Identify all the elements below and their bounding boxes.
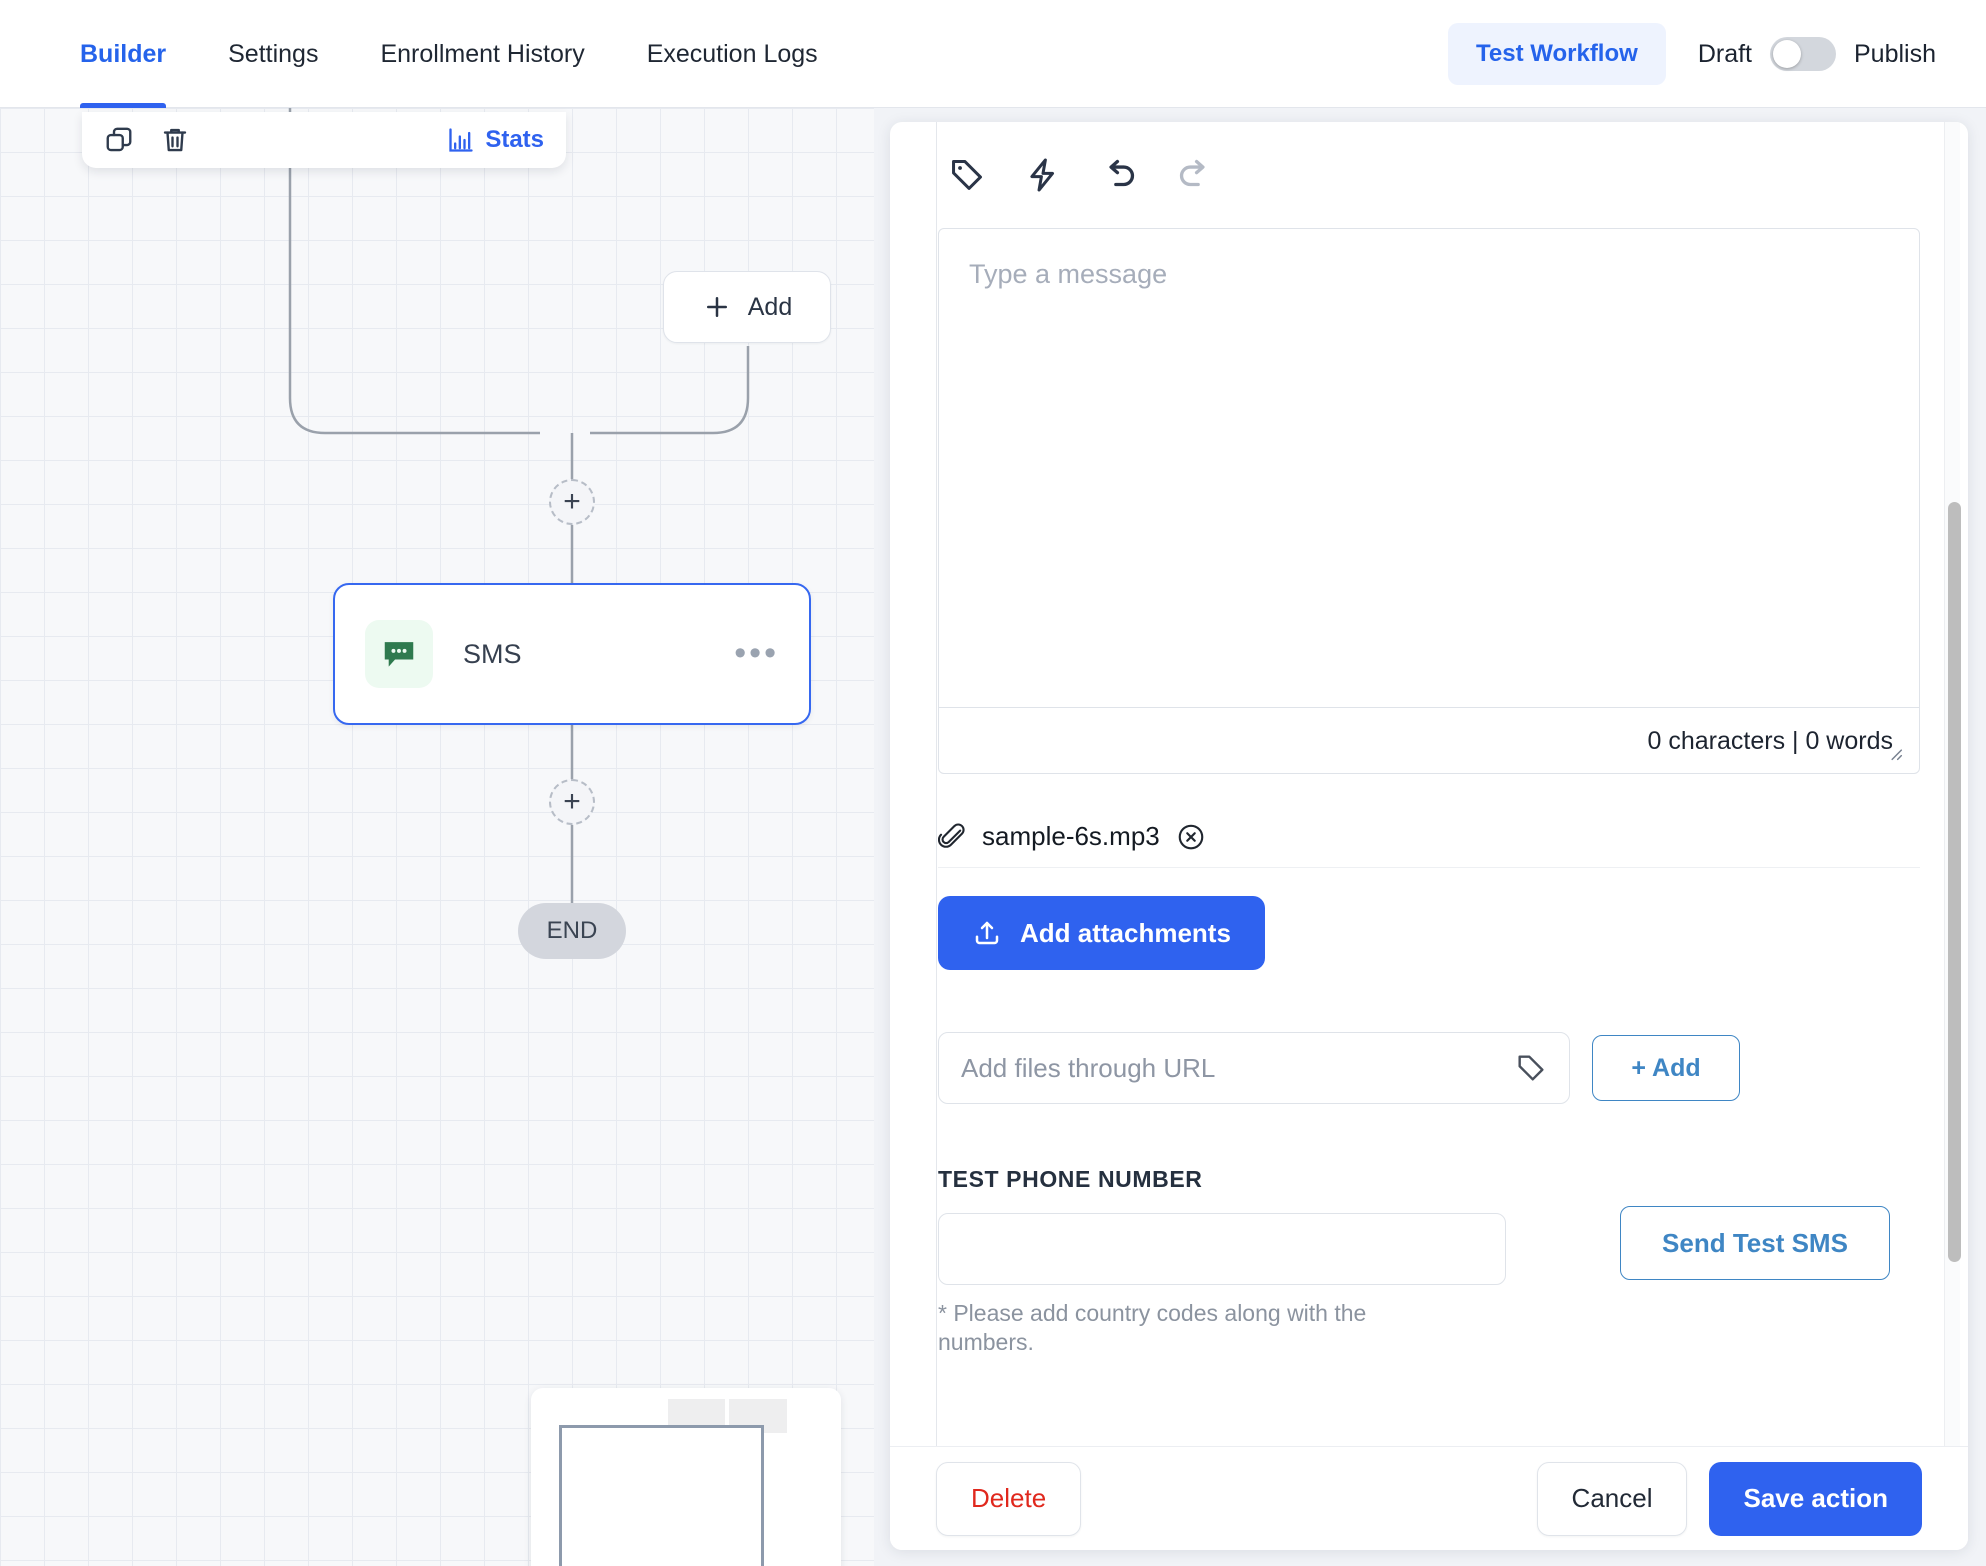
- attachment-item: sample-6s.mp3: [938, 812, 1920, 868]
- add-step-button-bottom[interactable]: +: [549, 779, 595, 825]
- tab-settings[interactable]: Settings: [228, 0, 318, 108]
- add-branch-button[interactable]: Add: [663, 271, 831, 343]
- panel-footer: Delete Cancel Save action: [890, 1446, 1968, 1550]
- resize-handle-icon[interactable]: [1883, 741, 1905, 763]
- stats-button[interactable]: Stats: [447, 126, 544, 154]
- header-actions: Test Workflow Draft Publish: [1448, 0, 1986, 108]
- test-workflow-button[interactable]: Test Workflow: [1448, 23, 1666, 85]
- add-branch-label: Add: [747, 292, 793, 321]
- publish-toggle-group: Draft Publish: [1680, 37, 1936, 71]
- add-attachments-button[interactable]: Add attachments: [938, 896, 1265, 970]
- character-counter: 0 characters | 0 words: [939, 707, 1919, 774]
- message-composer: Type a message 0 characters | 0 words: [938, 228, 1920, 774]
- save-action-button[interactable]: Save action: [1709, 1461, 1922, 1536]
- sms-action-panel: Type a message 0 characters | 0 words sa…: [890, 122, 1968, 1550]
- upload-icon: [972, 918, 1002, 948]
- plus-icon: [702, 292, 732, 322]
- tab-enrollment-history-label: Enrollment History: [380, 39, 585, 68]
- message-input[interactable]: Type a message: [969, 259, 1168, 289]
- sms-chat-icon: [365, 620, 433, 688]
- end-node: END: [518, 903, 626, 959]
- toggle-knob: [1773, 40, 1801, 68]
- sms-node-title: SMS: [463, 638, 522, 669]
- node-action-toolbar: Stats: [82, 112, 566, 168]
- add-file-url-button[interactable]: + Add: [1592, 1035, 1740, 1101]
- tab-execution-logs[interactable]: Execution Logs: [647, 0, 818, 108]
- workflow-canvas[interactable]: Stats Add + SMS •••: [0, 108, 874, 1566]
- add-step-button-top[interactable]: +: [549, 479, 595, 525]
- delete-button[interactable]: Delete: [936, 1461, 1082, 1536]
- tab-execution-logs-label: Execution Logs: [646, 39, 818, 68]
- attachment-filename: sample-6s.mp3: [982, 821, 1160, 851]
- top-navigation-bar: Builder Settings Enrollment History Exec…: [0, 0, 1986, 108]
- test-phone-hint: * Please add country codes along with th…: [938, 1300, 1367, 1355]
- tab-builder[interactable]: Builder: [80, 0, 167, 108]
- file-url-row: Add files through URL + Add: [938, 1032, 1920, 1104]
- tag-icon[interactable]: [948, 156, 986, 194]
- tab-builder-label: Builder: [80, 39, 167, 68]
- cancel-button[interactable]: Cancel: [1536, 1461, 1688, 1536]
- panel-scrollbar-thumb[interactable]: [1948, 502, 1961, 1262]
- panel-scroll-content: Type a message 0 characters | 0 words sa…: [890, 122, 1968, 1446]
- tag-icon[interactable]: [1515, 1052, 1547, 1084]
- sms-node-menu-icon[interactable]: •••: [734, 634, 779, 673]
- test-phone-title: TEST PHONE NUMBER: [938, 1166, 1203, 1192]
- test-phone-section: TEST PHONE NUMBER * Please add country c…: [938, 1166, 1920, 1357]
- draft-label: Draft: [1697, 39, 1752, 68]
- file-url-input[interactable]: Add files through URL: [938, 1032, 1570, 1104]
- publish-label: Publish: [1854, 39, 1936, 68]
- panel-left-divider: [936, 122, 937, 1446]
- footer-right-actions: Cancel Save action: [1536, 1461, 1922, 1536]
- trash-icon[interactable]: [160, 125, 190, 155]
- minimap-viewport[interactable]: [559, 1425, 764, 1566]
- end-node-label: END: [546, 917, 598, 944]
- flow-minimap[interactable]: [531, 1388, 841, 1566]
- sms-node[interactable]: SMS •••: [333, 583, 811, 725]
- tab-enrollment-history[interactable]: Enrollment History: [380, 0, 584, 108]
- test-phone-input[interactable]: [938, 1213, 1506, 1285]
- redo-icon[interactable]: [1176, 156, 1214, 194]
- workspace: Stats Add + SMS •••: [0, 108, 1986, 1566]
- copy-icon[interactable]: [104, 125, 134, 155]
- tab-settings-label: Settings: [228, 39, 319, 68]
- test-phone-left: TEST PHONE NUMBER * Please add country c…: [938, 1166, 1508, 1357]
- flow-connectors: [288, 108, 750, 908]
- message-editor-toolbar: [938, 122, 1920, 228]
- remove-attachment-icon[interactable]: [1176, 822, 1206, 852]
- add-attachments-label: Add attachments: [1020, 917, 1231, 948]
- tab-list: Builder Settings Enrollment History Exec…: [0, 0, 880, 108]
- stats-label: Stats: [485, 126, 544, 153]
- lightning-icon[interactable]: [1024, 156, 1062, 194]
- undo-icon[interactable]: [1100, 156, 1138, 194]
- panel-scrollbar[interactable]: [1944, 122, 1961, 1446]
- send-test-sms-button[interactable]: Send Test SMS: [1620, 1206, 1890, 1280]
- publish-toggle[interactable]: [1770, 37, 1836, 71]
- bar-chart-icon: [447, 126, 475, 154]
- plus-icon: +: [563, 785, 581, 818]
- file-url-placeholder: Add files through URL: [961, 1052, 1216, 1083]
- plus-icon: +: [563, 485, 581, 518]
- paperclip-icon: [938, 822, 966, 851]
